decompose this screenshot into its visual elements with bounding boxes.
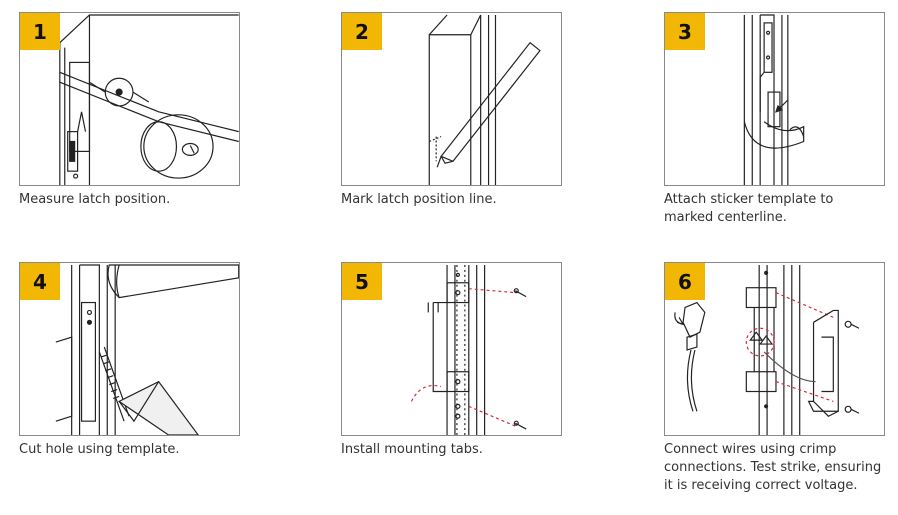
install-tabs-drawing — [410, 264, 527, 435]
step-5-illustration: 5 — [341, 262, 562, 436]
step-3-illustration: 3 — [664, 12, 885, 186]
step-3-number-badge: 3 — [665, 13, 705, 50]
step-4-number-badge: 4 — [20, 263, 60, 300]
mark-latch-drawing — [428, 14, 541, 185]
step-6-number-badge: 6 — [665, 263, 705, 300]
step-6-illustration: 6 — [664, 262, 885, 436]
connect-wires-drawing — [674, 264, 860, 435]
measure-latch-drawing — [59, 14, 239, 185]
step-2-number-badge: 2 — [342, 13, 382, 50]
step-3-caption: Attach sticker template to marked center… — [664, 192, 834, 225]
step-2-illustration: 2 — [341, 12, 562, 186]
step-2-caption: Mark latch position line. — [341, 192, 497, 207]
attach-template-drawing — [743, 14, 805, 185]
cut-hole-drawing — [55, 264, 239, 435]
step-4-caption: Cut hole using template. — [19, 442, 180, 457]
step-5-number-badge: 5 — [342, 263, 382, 300]
step-1-caption: Measure latch position. — [19, 192, 171, 207]
step-5-caption: Install mounting tabs. — [341, 442, 483, 457]
step-1-number-badge: 1 — [20, 13, 60, 50]
step-6-caption: Connect wires using crimp connections. T… — [664, 442, 882, 493]
step-1-illustration: 1 — [19, 12, 240, 186]
step-4-illustration: 4 — [19, 262, 240, 436]
